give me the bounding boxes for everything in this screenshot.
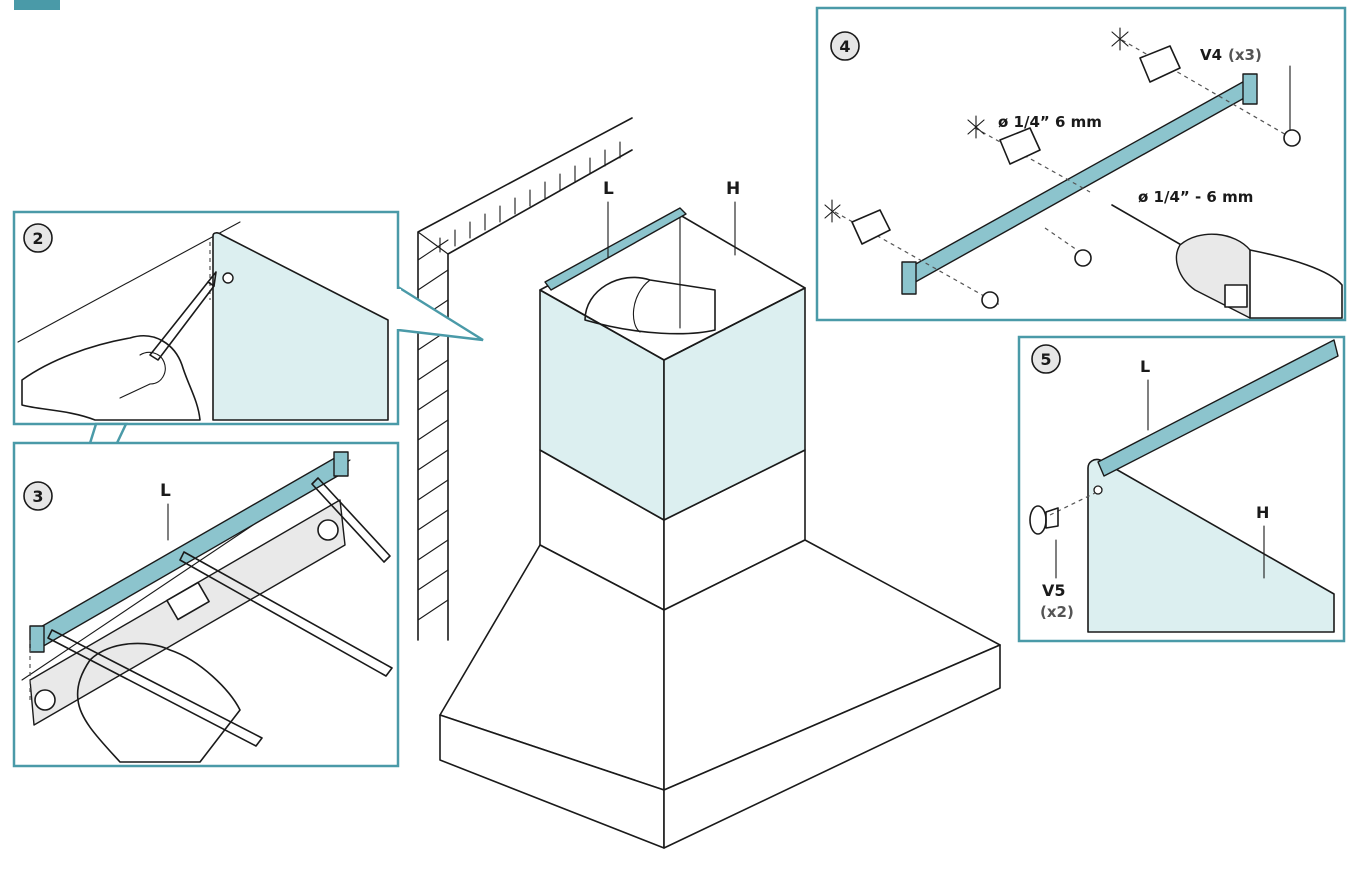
pencil-icon (149, 271, 217, 361)
step-5-screw-qty: (x2) (1040, 603, 1074, 621)
step-5-hole (1093, 485, 1103, 495)
step-4-panel: V4 (x3) ø 1/4” 6 mm ø 1/4” - 6 mm 4 (815, 6, 1347, 322)
step-5-label-l: L (1140, 357, 1150, 376)
screw-icon (981, 129, 1301, 309)
step-3-panel: L 3 (12, 422, 400, 768)
mark-icon (824, 27, 1129, 223)
step-4-drill-label: ø 1/4” - 6 mm (1138, 188, 1253, 206)
step-2-callout-pointer (396, 284, 484, 342)
wall-plug-icon (851, 45, 1181, 245)
drill-icon (1111, 204, 1343, 319)
step-4-screw-qty: (x3) (1228, 46, 1262, 64)
step-3-label-l: L (160, 481, 171, 501)
main-hood-illustration: L H (417, 117, 1001, 849)
wing-screw-icon (1029, 505, 1059, 535)
hand-icon (21, 335, 201, 421)
step-5-panel: L H V5 (x2) 5 (1017, 335, 1346, 643)
step-5-number: 5 (1040, 350, 1051, 369)
step-2-hole (222, 272, 234, 284)
step-4-number: 4 (839, 37, 850, 56)
step-4-plug-hole-label: ø 1/4” 6 mm (998, 113, 1102, 131)
main-label-l: L (603, 179, 614, 199)
corner-tab (14, 0, 60, 10)
duct (584, 276, 716, 335)
pencil-icon (179, 551, 393, 677)
step-4-screw-label: V4 (1200, 46, 1222, 64)
step-2-panel: 2 (12, 210, 484, 426)
step-3-number: 3 (32, 487, 43, 506)
top-bracket (544, 207, 687, 291)
step-5-screw-label: V5 (1042, 581, 1066, 600)
pencil-icon (311, 477, 391, 563)
step-2-cover-panel (212, 232, 389, 421)
step-5-cover-panel (1087, 458, 1335, 633)
main-label-h: H (726, 179, 740, 199)
step-5-bracket (1097, 339, 1339, 477)
step-5-label-h: H (1256, 503, 1269, 522)
pencil-icon (47, 629, 263, 747)
step-2-number: 2 (32, 229, 43, 248)
hand-icon (76, 642, 241, 763)
hood-base-right (663, 644, 1001, 849)
